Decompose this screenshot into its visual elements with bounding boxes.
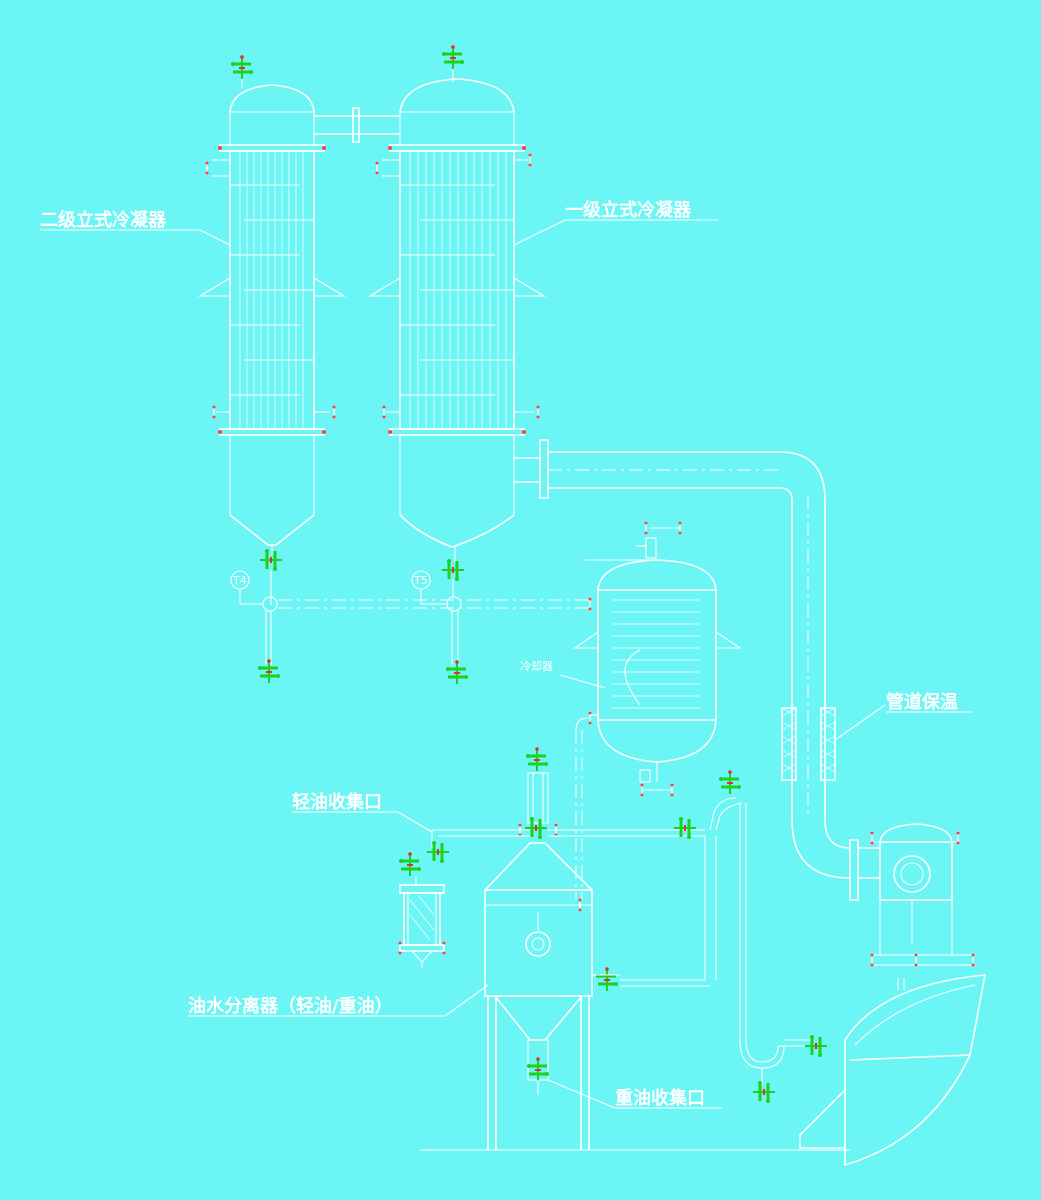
condensate-header-pipe <box>278 596 593 612</box>
label-oil-water-separator: 油水分离器（轻油/重油） <box>188 995 393 1017</box>
cooler-label: 冷却器 <box>520 660 553 673</box>
tag-t4: T4 <box>232 574 247 587</box>
u-seal-pipe <box>704 768 829 1105</box>
pipe-insulation <box>781 704 886 781</box>
label-secondary-condenser: 二级立式冷凝器 <box>40 209 167 231</box>
tag-t5: T5 <box>413 574 428 587</box>
main-vapor-pipe <box>514 439 880 901</box>
vapor-crossover-pipe <box>314 107 400 143</box>
label-heavy-oil-outlet: 重油收集口 <box>615 1087 705 1109</box>
label-pipe-insulation: 管道保温 <box>886 691 958 713</box>
primary-condenser: T5 <box>368 43 546 686</box>
labels: 二级立式冷凝器 一级立式冷凝器 管道保温 轻油收集口 油水分离器（轻油/重油） … <box>40 199 972 1109</box>
oil-water-separator <box>397 745 850 1151</box>
label-primary-condenser: 一级立式冷凝器 <box>565 199 692 221</box>
label-light-oil-outlet: 轻油收集口 <box>292 791 382 813</box>
secondary-condenser: T4 <box>198 53 346 685</box>
reactor-vessel <box>799 823 986 1167</box>
cooler: 冷却器 <box>520 520 742 913</box>
